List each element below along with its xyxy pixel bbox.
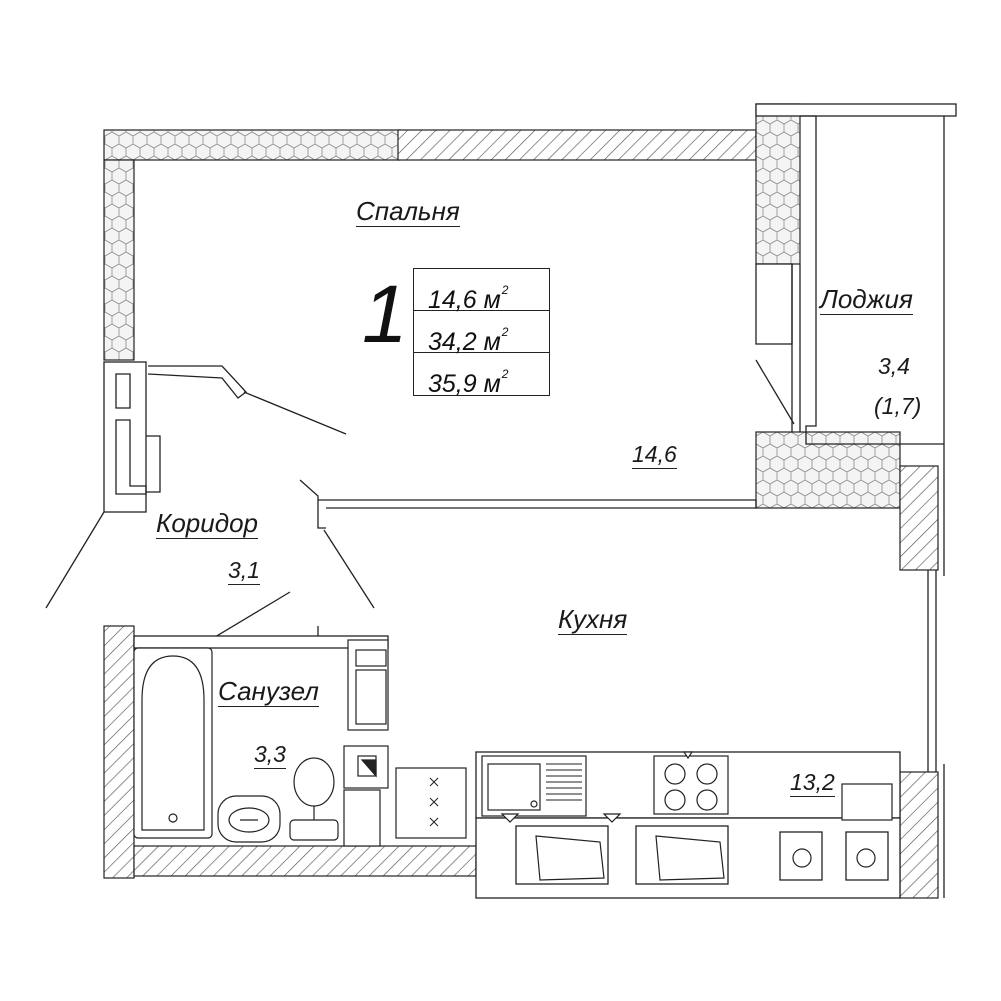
wall-right-lower-insulated bbox=[755, 431, 901, 509]
wall-top-insulated bbox=[103, 129, 401, 161]
area-summary-table: 14,6 м2 34,2 м2 35,9 м2 bbox=[413, 268, 550, 398]
kitchen-area: 13,2 bbox=[790, 769, 835, 797]
hob bbox=[653, 755, 729, 815]
toilet bbox=[289, 757, 339, 841]
wall-top-hatched bbox=[397, 129, 757, 161]
walls bbox=[103, 103, 939, 899]
wall-left-insulated bbox=[103, 159, 135, 361]
wall-bath-left bbox=[103, 625, 135, 879]
bedroom-area: 14,6 bbox=[632, 441, 677, 469]
loggia-name: Лоджия bbox=[820, 284, 913, 315]
area-total: 34,2 м2 bbox=[414, 311, 549, 356]
bathroom-area: 3,3 bbox=[254, 741, 286, 769]
loggia-area-reduced: (1,7) bbox=[874, 393, 922, 419]
wall-bottom bbox=[133, 845, 477, 877]
wall-right-upper-insulated bbox=[755, 103, 801, 265]
boiler bbox=[841, 783, 893, 821]
rooms-count: 1 bbox=[362, 269, 408, 360]
wall-right-kitchen-upper bbox=[899, 465, 939, 571]
bathroom-name: Санузел bbox=[218, 676, 319, 707]
fixtures bbox=[133, 639, 893, 881]
bath-sink bbox=[217, 795, 281, 843]
bedroom-name: Спальня bbox=[356, 196, 460, 227]
corridor-name: Коридор bbox=[156, 508, 258, 539]
bathtub bbox=[133, 647, 213, 839]
loggia-area: 3,4 bbox=[878, 353, 910, 379]
area-living: 14,6 м2 bbox=[414, 269, 549, 314]
kitchen-sink bbox=[481, 755, 587, 817]
kitchen-name: Кухня bbox=[558, 604, 628, 635]
area-total-with-loggia: 35,9 м2 bbox=[428, 367, 509, 398]
corridor-area: 3,1 bbox=[228, 557, 260, 585]
wall-right-kitchen-lower bbox=[899, 771, 939, 899]
